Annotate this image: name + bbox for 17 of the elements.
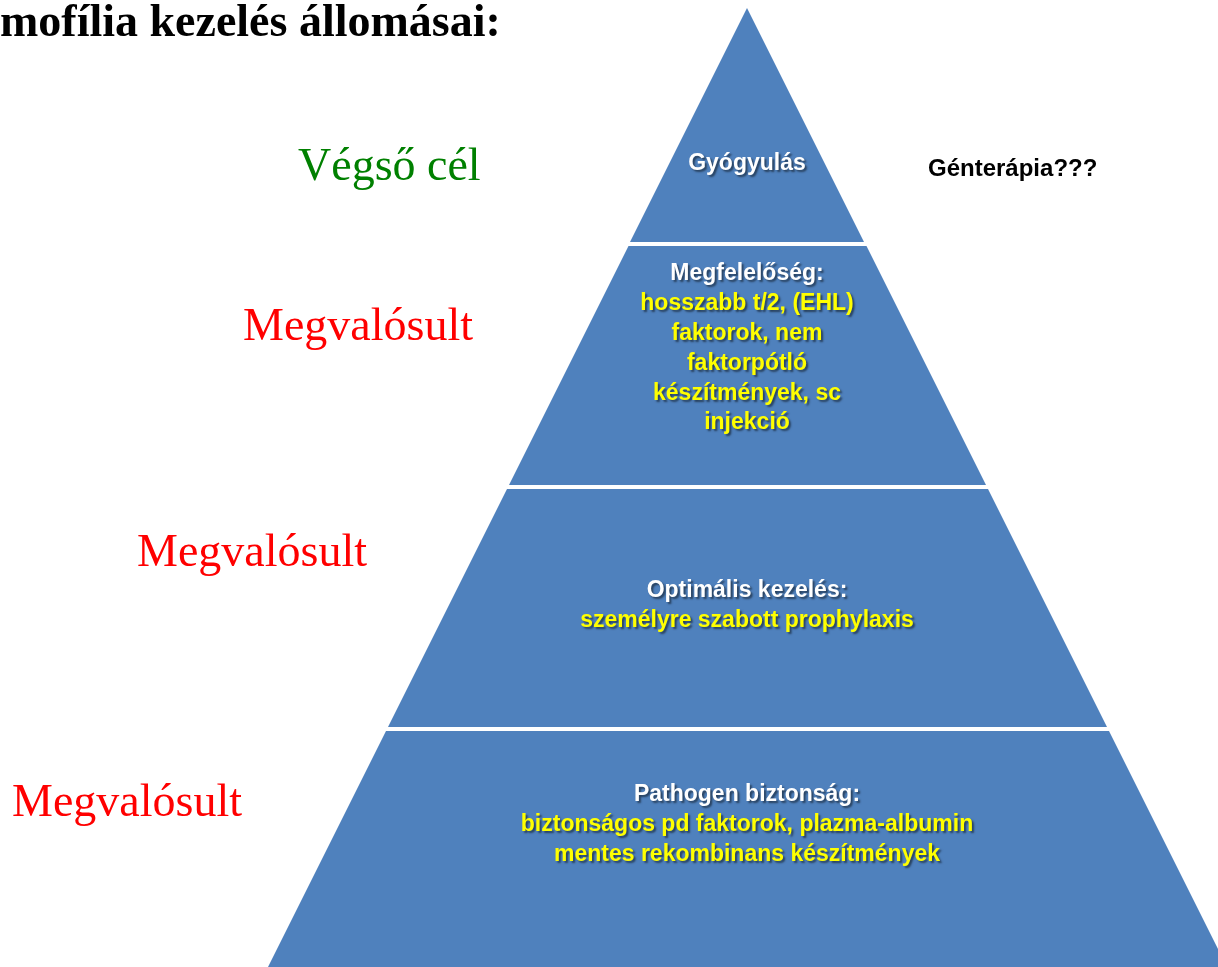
pyramid-level [630,8,864,242]
level-description: hosszabb t/2, (EHL) faktorok, nem faktorpótló készítmények, sc injekció [639,287,855,437]
status-label: Megvalósult [243,298,473,351]
goal-label: Végső cél [298,138,481,191]
side-note: Génterápia??? [928,154,1098,182]
level-heading: Megfelelőség: [670,258,824,287]
level-heading: Pathogen biztonság: [633,779,861,808]
level-heading: Optimális kezelés: [646,575,848,604]
slide-title: mofília kezelés állomásai: [0,0,501,47]
status-label: Megvalósult [137,524,367,577]
status-label: Megvalósult [12,774,242,827]
level-heading: Gyógyulás [688,148,806,177]
pyramid-level [267,731,1218,967]
level-description: biztonságos pd faktorok, plazma-albumin mentes rekombinans készítmények [519,808,975,868]
pyramid-level [387,489,1107,727]
pyramid-level [508,246,986,485]
level-description: személyre szabott prophylaxis [580,604,914,634]
